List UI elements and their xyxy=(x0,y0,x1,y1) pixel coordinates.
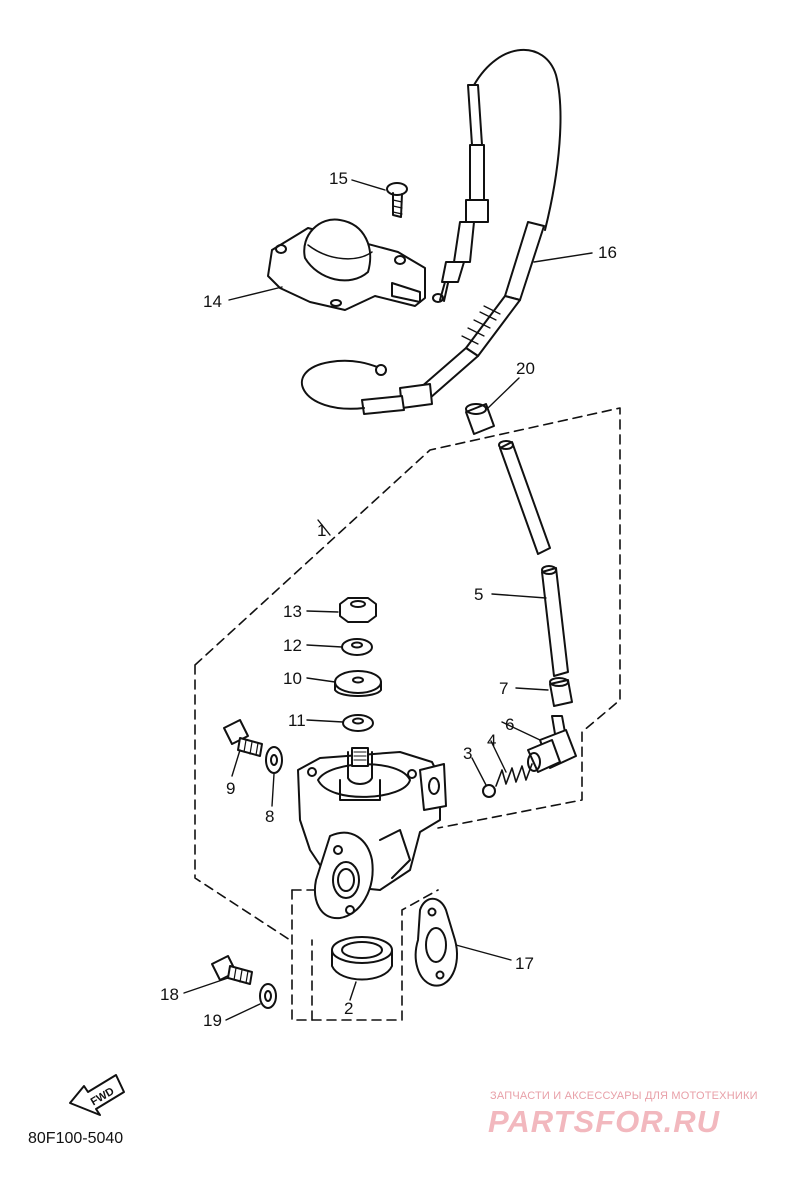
watermark-tagline: ЗАПЧАСТИ И АКСЕССУАРЫ ДЛЯ МОТОТЕХНИКИ xyxy=(490,1090,758,1102)
callout-4: 4 xyxy=(487,731,497,750)
callout-2: 2 xyxy=(344,999,354,1018)
part-15-screw xyxy=(386,182,408,218)
callout-19: 19 xyxy=(203,1011,222,1030)
callout-14: 14 xyxy=(203,292,222,311)
pump-body xyxy=(297,747,447,920)
watermark-logo: PARTSFOR.RU xyxy=(488,1104,721,1139)
part-17-gasket xyxy=(414,897,458,987)
part-12-washer xyxy=(341,638,373,656)
callout-20: 20 xyxy=(516,359,535,378)
assembly-outline xyxy=(194,407,621,1021)
callout-6: 6 xyxy=(505,715,515,734)
fwd-arrow-icon xyxy=(69,1074,125,1116)
part-19-washer xyxy=(259,983,277,1009)
callout-15: 15 xyxy=(329,169,348,188)
part-5-tube xyxy=(498,440,569,677)
callout-10: 10 xyxy=(283,669,302,688)
callout-9: 9 xyxy=(226,779,236,798)
callout-7: 7 xyxy=(499,679,509,698)
part-10-washer xyxy=(334,670,382,697)
part-18-bolt xyxy=(211,955,253,985)
part-14-cover xyxy=(267,218,426,311)
callout-5: 5 xyxy=(474,585,484,604)
leader-lines xyxy=(183,179,593,1021)
part-4-spring xyxy=(495,763,533,787)
callout-1: 1 xyxy=(317,521,327,540)
callout-13: 13 xyxy=(283,602,302,621)
callout-12: 12 xyxy=(283,636,302,655)
part-3-ball xyxy=(482,784,496,798)
part-16-cable xyxy=(300,49,562,415)
part-8-washer xyxy=(265,746,283,774)
part-7-collar xyxy=(549,677,573,707)
diagram-code: 80F100-5040 xyxy=(28,1130,124,1147)
callout-11: 11 xyxy=(288,711,306,730)
callout-16: 16 xyxy=(598,243,617,262)
callout-8: 8 xyxy=(265,807,275,826)
seal-box-outline xyxy=(291,889,321,1021)
part-13-nut xyxy=(339,597,377,623)
callout-17: 17 xyxy=(515,954,534,973)
part-6-elbow xyxy=(527,715,577,773)
part-2-seal xyxy=(331,936,393,981)
part-9-bolt xyxy=(223,719,263,757)
callout-3: 3 xyxy=(463,744,473,763)
part-20-collar xyxy=(465,403,495,435)
callout-18: 18 xyxy=(160,985,179,1004)
part-11-washer xyxy=(342,714,374,732)
